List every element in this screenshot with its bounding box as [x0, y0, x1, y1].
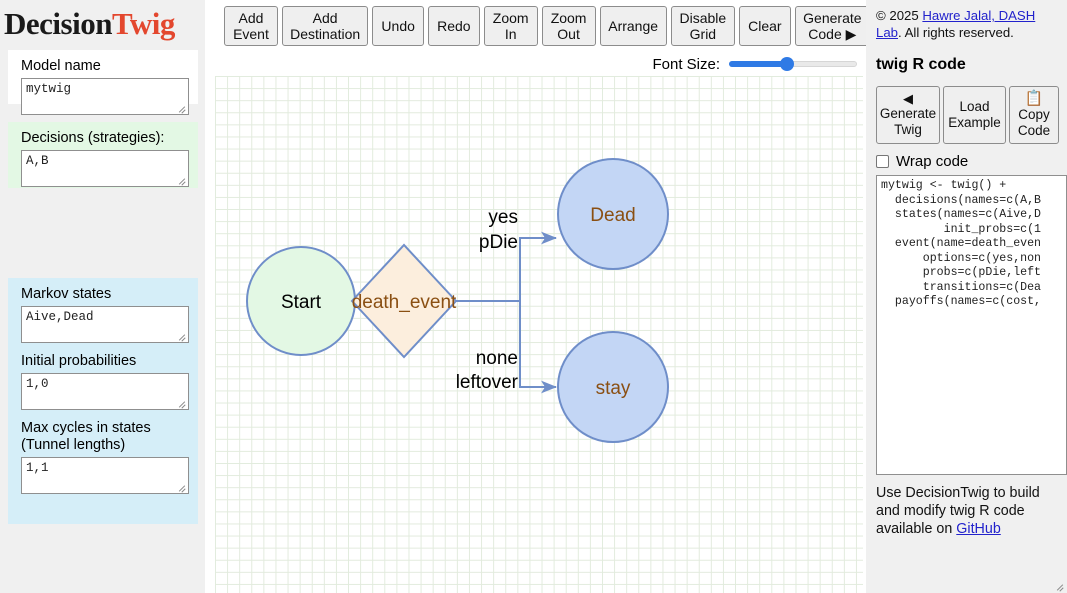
copyright-notice: © 2025 Hawre Jalal, DASH Lab. All rights…: [876, 8, 1059, 41]
load-example-button[interactable]: Load Example: [943, 86, 1006, 144]
disable-grid-button[interactable]: Disable Grid: [670, 6, 735, 46]
edge-label-yes: yes: [488, 207, 518, 228]
footnote-text: Use DecisionTwig to build and modify twi…: [876, 485, 1040, 537]
diagram-svg: yes pDie none leftover Start death_event: [246, 158, 669, 443]
left-sidebar: DecisionTwig Model name mytwig Decisions…: [0, 0, 205, 593]
add-destination-button[interactable]: Add Destination: [281, 6, 369, 46]
r-code-textarea[interactable]: mytwig <- twig() + decisions(names=c(A,B…: [876, 175, 1067, 475]
font-size-slider[interactable]: [729, 57, 857, 71]
copy-code-label: Copy Code: [1017, 107, 1051, 138]
wrap-code-row[interactable]: Wrap code: [876, 153, 1059, 170]
node-start[interactable]: Start: [246, 246, 356, 356]
diagram-canvas[interactable]: yes pDie none leftover Start death_event: [215, 76, 863, 593]
copyright-suffix: . All rights reserved.: [898, 24, 1014, 40]
node-stay-label: stay: [596, 378, 631, 399]
edge-label-pdie: pDie: [479, 232, 518, 253]
wrap-code-label: Wrap code: [896, 153, 969, 170]
node-dead-label: Dead: [590, 205, 635, 226]
node-stay[interactable]: stay: [557, 331, 669, 443]
input-initial-probabilities[interactable]: 1,0: [21, 373, 189, 410]
undo-button[interactable]: Undo: [372, 6, 424, 46]
right-panel-title: twig R code: [876, 56, 966, 73]
arrange-button[interactable]: Arrange: [599, 6, 667, 46]
load-example-label: Load Example: [948, 99, 1001, 130]
edge-label-leftover: leftover: [456, 372, 519, 393]
font-size-label: Font Size:: [652, 55, 720, 73]
logo-twig-text: Twig: [111, 6, 175, 41]
label-decisions: Decisions (strategies):: [21, 130, 165, 146]
copy-code-button[interactable]: 📋 Copy Code: [1009, 86, 1059, 144]
generate-code-button[interactable]: Generate Code ▶: [794, 6, 870, 46]
left-triangle-icon: ◀: [903, 91, 913, 106]
code-resize-grip[interactable]: [1055, 581, 1065, 591]
field-panel-markov: Markov states Aive,Dead Initial probabil…: [8, 278, 198, 524]
zoom-out-button[interactable]: Zoom Out: [541, 6, 596, 46]
generate-twig-label: Generate Twig: [879, 106, 937, 137]
input-decisions[interactable]: A,B: [21, 150, 189, 187]
input-markov-states[interactable]: Aive,Dead: [21, 306, 189, 343]
github-link[interactable]: GitHub: [956, 521, 1001, 537]
code-action-buttons: ◀ Generate Twig Load Example 📋 Copy Code: [876, 86, 1059, 144]
edge-death-event-to-stay[interactable]: [456, 300, 557, 394]
slider-thumb[interactable]: [779, 57, 794, 71]
field-panel-model-name: Model name mytwig: [8, 50, 198, 115]
node-start-label: Start: [281, 292, 322, 313]
field-panel-decisions: Decisions (strategies): A,B: [8, 122, 198, 188]
slider-fill: [729, 61, 787, 67]
label-model-name: Model name: [21, 58, 101, 74]
main-toolbar: Add Event Add Destination Undo Redo Zoom…: [210, 0, 870, 52]
footnote: Use DecisionTwig to build and modify twi…: [876, 484, 1059, 538]
clipboard-icon: 📋: [1024, 90, 1044, 107]
clear-button[interactable]: Clear: [738, 6, 791, 46]
logo-decision-text: Decision: [4, 6, 112, 41]
app-logo: DecisionTwig: [4, 2, 204, 46]
redo-button[interactable]: Redo: [428, 6, 480, 46]
wrap-code-checkbox[interactable]: [876, 155, 889, 168]
copyright-prefix: © 2025: [876, 8, 923, 23]
node-dead[interactable]: Dead: [557, 158, 669, 270]
right-panel: © 2025 Hawre Jalal, DASH Lab. All rights…: [866, 0, 1067, 593]
copyright-link[interactable]: Hawre Jalal, DASH Lab: [876, 8, 1036, 40]
input-model-name[interactable]: mytwig: [21, 78, 189, 115]
font-size-row: Font Size:: [215, 52, 863, 76]
node-death-event-label: death_event: [352, 292, 457, 313]
label-initial-probabilities: Initial probabilities: [21, 353, 137, 369]
input-max-cycles[interactable]: 1,1: [21, 457, 189, 494]
generate-twig-button[interactable]: ◀ Generate Twig: [876, 86, 940, 144]
add-event-button[interactable]: Add Event: [224, 6, 278, 46]
zoom-in-button[interactable]: Zoom In: [483, 6, 538, 46]
label-max-cycles: Max cycles in states (Tunnel lengths): [21, 420, 151, 453]
node-death-event[interactable]: death_event: [350, 243, 458, 359]
label-markov-states: Markov states: [21, 286, 112, 302]
edge-label-none: none: [476, 348, 518, 369]
